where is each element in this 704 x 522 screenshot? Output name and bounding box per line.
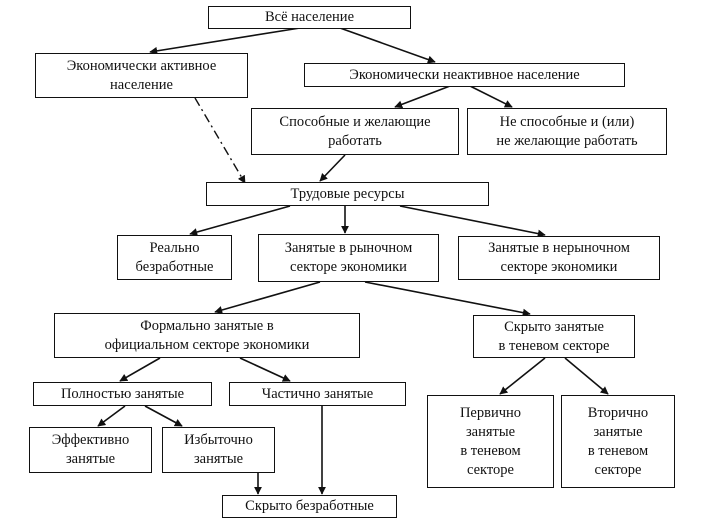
employed-market-sector-box: Занятые в рыночном секторе экономики bbox=[258, 234, 439, 282]
effectively-employed-box: Эффективно занятые bbox=[29, 427, 152, 473]
dashed-arrow-active-to-labor bbox=[194, 97, 246, 184]
arrow-formal-to-full bbox=[119, 357, 161, 382]
labor-resources-box: Трудовые ресурсы bbox=[206, 182, 489, 206]
unable-or-unwilling-box: Не способные и (или) не желающие работат… bbox=[467, 108, 667, 155]
economically-active-box: Экономически активное население bbox=[35, 53, 248, 98]
hidden-unemployed-box: Скрыто безработные bbox=[222, 495, 397, 518]
arrow-formal-to-partial bbox=[239, 357, 291, 382]
arrow-hidden-to-secondary bbox=[564, 357, 609, 395]
arrow-labor-to-nonmarket bbox=[399, 205, 546, 238]
arrow-labor-to-unemployed bbox=[189, 205, 291, 236]
arrow-able-to-labor bbox=[319, 154, 346, 182]
arrow-market-to-formal bbox=[214, 281, 321, 314]
partially-employed-box: Частично занятые bbox=[229, 382, 406, 406]
fully-employed-box: Полностью занятые bbox=[33, 382, 212, 406]
arrow-full-to-effective bbox=[97, 405, 126, 427]
arrow-population-to-active bbox=[149, 27, 301, 55]
arrow-inactive-to-unable bbox=[469, 85, 513, 108]
hidden-employed-box: Скрыто занятые в теневом секторе bbox=[473, 315, 635, 358]
arrow-hidden-to-primary bbox=[499, 357, 546, 395]
employed-nonmarket-sector-box: Занятые в нерыночном секторе экономики bbox=[458, 236, 660, 280]
arrow-population-to-inactive bbox=[339, 27, 436, 64]
formally-employed-box: Формально занятые в официальном секторе … bbox=[54, 313, 360, 358]
arrow-inactive-to-able bbox=[394, 85, 451, 109]
secondary-shadow-employed-box: Вторично занятые в теневом секторе bbox=[561, 395, 675, 488]
whole-population-box: Всё население bbox=[208, 6, 411, 29]
able-and-willing-box: Способные и желающие работать bbox=[251, 108, 459, 155]
primary-shadow-employed-box: Первично занятые в теневом секторе bbox=[427, 395, 554, 488]
arrow-market-to-hidden bbox=[364, 281, 531, 317]
arrow-full-to-excessive bbox=[144, 405, 183, 427]
really-unemployed-box: Реально безработные bbox=[117, 235, 232, 280]
excessively-employed-box: Избыточно занятые bbox=[162, 427, 275, 473]
economically-inactive-box: Экономически неактивное население bbox=[304, 63, 625, 87]
